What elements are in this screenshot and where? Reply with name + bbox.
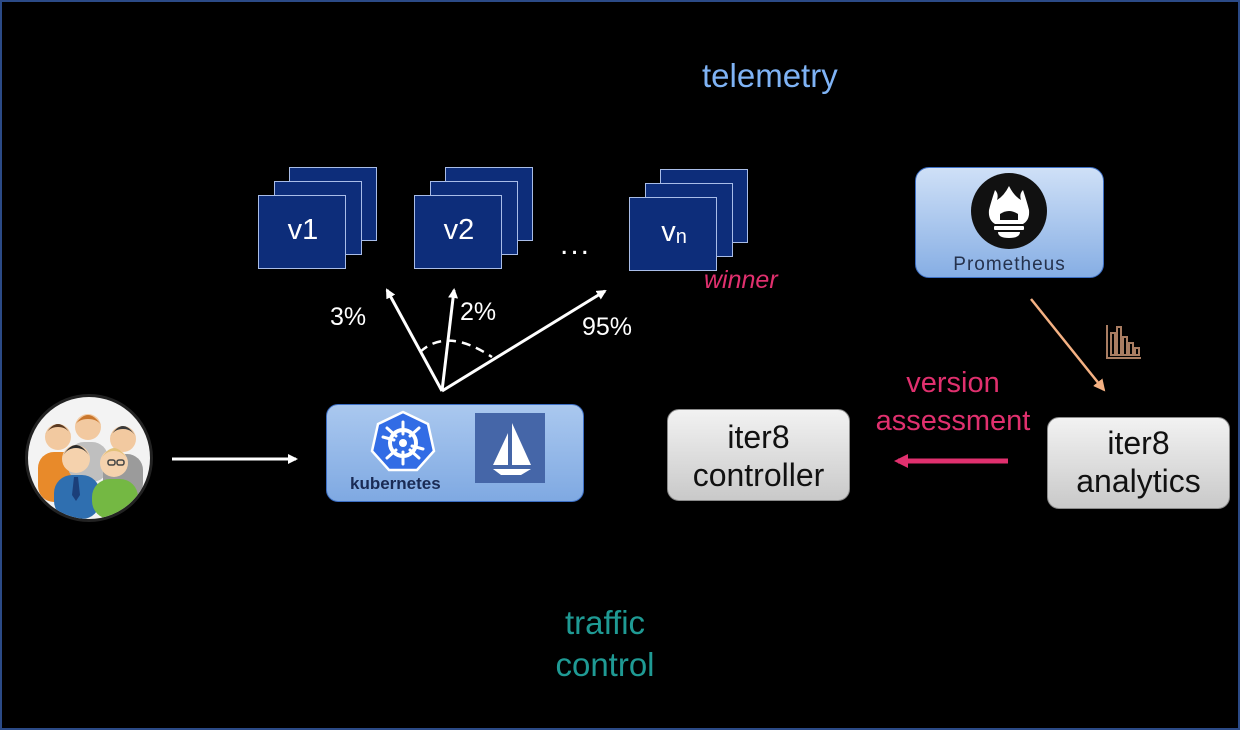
kubernetes-label: kubernetes	[350, 474, 441, 493]
iter8-controller-line2: controller	[692, 457, 825, 493]
split-arrow-v1	[385, 288, 444, 392]
iter8-analytics-box: iter8 analytics	[1047, 417, 1230, 509]
version-assessment-label: version assessment	[875, 367, 1031, 437]
metrics-arrow	[1030, 298, 1106, 392]
users-group-icon	[25, 394, 153, 522]
split-angle-arc	[419, 339, 493, 359]
telemetry-label: telemetry	[702, 57, 838, 94]
version-stack-v2: v2	[414, 167, 534, 272]
iter8-analytics-line2: analytics	[1076, 463, 1201, 499]
traffic-percent-v2: 2%	[460, 298, 497, 326]
traffic-percent-v1: 3%	[330, 303, 367, 331]
version-stack-v1: v1	[258, 167, 378, 272]
traffic-control-label: traffic control	[555, 604, 655, 683]
version-label-v1: v1	[287, 214, 319, 246]
istio-icon	[475, 413, 545, 483]
iter8-controller-line1: iter8	[727, 419, 790, 455]
kubernetes-icon	[370, 410, 436, 472]
iter8-controller-box: iter8 controller	[667, 409, 850, 501]
ellipsis: ...	[560, 228, 592, 261]
traffic-percent-vn: 95%	[582, 313, 633, 341]
version-label-v2: v2	[443, 214, 475, 246]
version-stack-vn: vn	[629, 169, 749, 274]
bar-chart-icon	[1105, 323, 1143, 361]
version-label-vn: vn	[661, 216, 687, 248]
prometheus-icon	[970, 172, 1048, 250]
split-arrow-vn	[441, 289, 607, 393]
prometheus-label: Prometheus	[953, 254, 1066, 275]
iter8-analytics-line1: iter8	[1107, 425, 1170, 461]
